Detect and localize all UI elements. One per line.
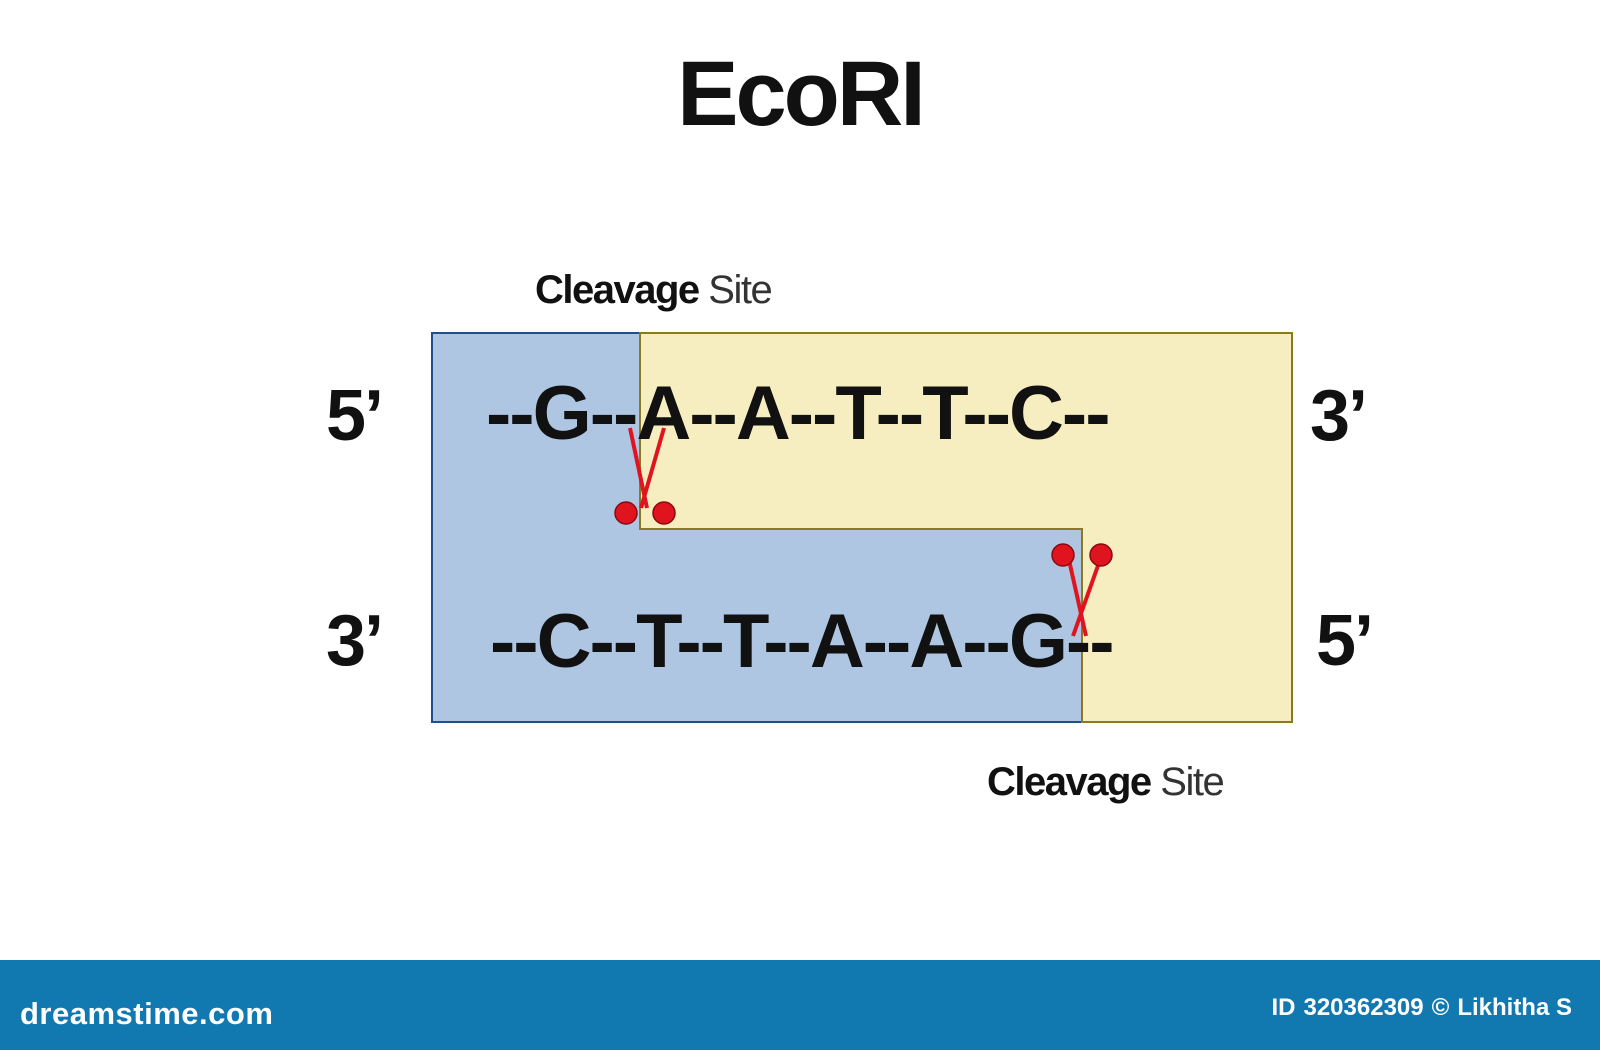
bottom-strand-sequence: --C--T--T--A--A--G-- xyxy=(490,599,1115,684)
scissors-icon xyxy=(1051,543,1113,637)
image-credit: ID 320362309 © Likhitha S xyxy=(1263,994,1572,1022)
scissors-icon xyxy=(614,427,676,525)
top-strand-right-end: 3’ xyxy=(1310,376,1368,456)
cleavage-site-label-top: Cleavage Site xyxy=(535,268,773,313)
cleavage-site-label-bottom: Cleavage Site xyxy=(987,760,1225,805)
bottom-strand-left-end: 3’ xyxy=(326,601,384,681)
ecori-cut-diagram xyxy=(431,332,1293,723)
top-strand-sequence: --G--A--A--T--T--C-- xyxy=(486,371,1111,456)
author-name: Likhitha S xyxy=(1457,994,1572,1021)
footer-bar: dreamstime.com ID 320362309 © Likhitha S xyxy=(0,960,1600,1050)
image-id: 320362309 xyxy=(1303,994,1424,1021)
id-label: ID xyxy=(1271,994,1296,1021)
top-strand-left-end: 5’ xyxy=(326,376,384,456)
cleavage-label-bold: Cleavage xyxy=(987,760,1152,804)
cleavage-label-site: Site xyxy=(1160,760,1224,804)
site-logo: dreamstime.com xyxy=(20,996,274,1031)
bottom-strand-right-end: 5’ xyxy=(1316,601,1374,681)
diagram-title: EcoRI xyxy=(677,43,926,145)
right-fragment-region xyxy=(639,332,1293,723)
copyright-symbol: © xyxy=(1431,994,1450,1021)
cleavage-label-bold: Cleavage xyxy=(535,268,700,312)
cleavage-label-site: Site xyxy=(708,268,772,312)
